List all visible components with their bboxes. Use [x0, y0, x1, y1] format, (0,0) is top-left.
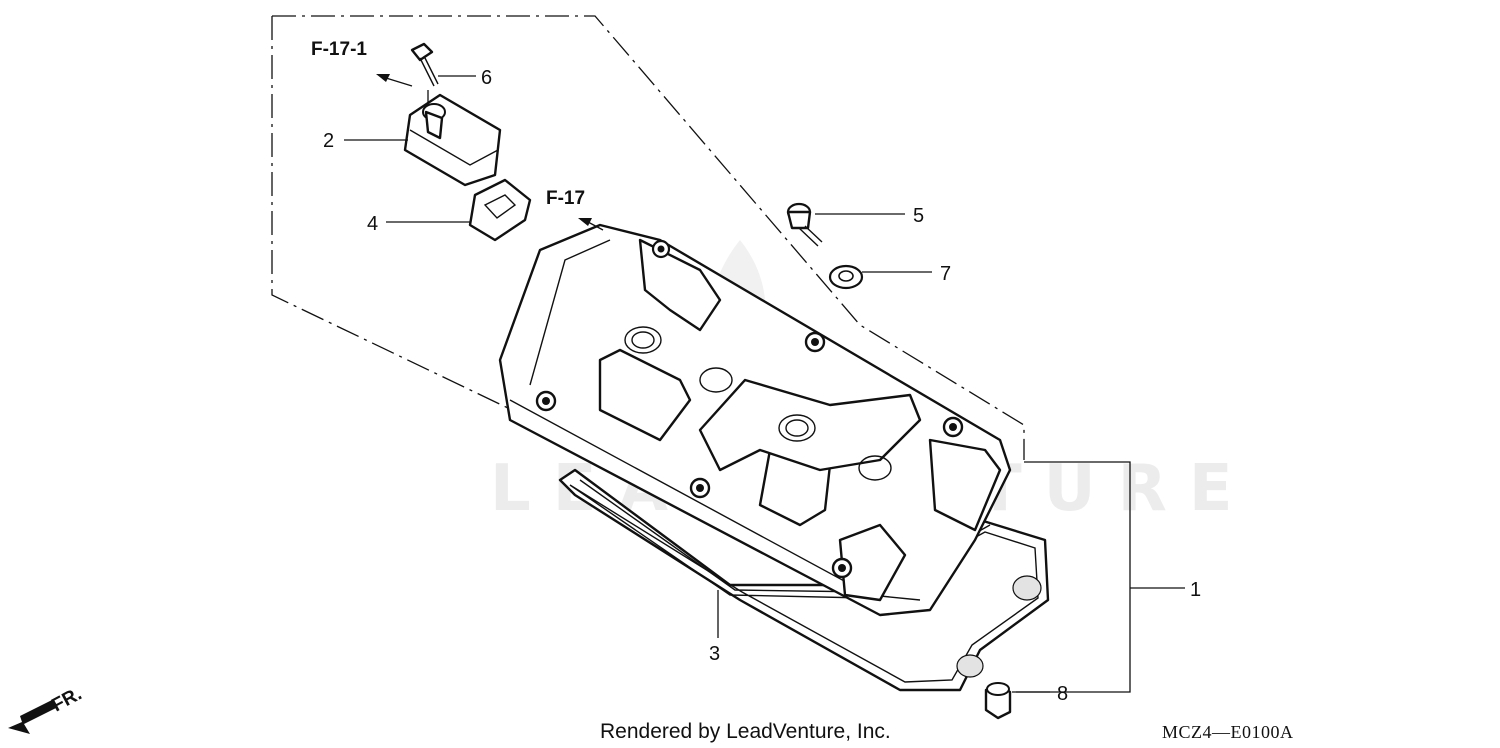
- reference-arrows: [376, 74, 604, 231]
- callout-4: 4: [367, 213, 378, 235]
- callout-8: 8: [1057, 683, 1068, 705]
- washer: [828, 264, 864, 290]
- ref-label-f17-1: F-17-1: [311, 39, 367, 60]
- callout-1: 1: [1190, 579, 1201, 601]
- coil-cover: [403, 93, 502, 187]
- callout-6: 6: [481, 67, 492, 89]
- leader-lines: [344, 75, 1185, 693]
- rendered-by-credit: Rendered by LeadVenture, Inc.: [600, 720, 891, 743]
- ref-label-f17: F-17: [546, 188, 585, 209]
- callout-7: 7: [940, 263, 951, 285]
- cover-bracket: [468, 178, 532, 242]
- collar: [984, 682, 1012, 720]
- diagram-code: MCZ4—E0100A: [1162, 722, 1294, 742]
- cylinder-head-cover-gasket: [558, 468, 1050, 692]
- coil-cover-bolt: [410, 42, 439, 87]
- front-indicator: FR.: [8, 684, 85, 734]
- callout-2: 2: [323, 130, 334, 152]
- callout-5: 5: [913, 205, 924, 227]
- callout-3: 3: [709, 643, 720, 665]
- cylinder-head-cover: [498, 223, 1012, 617]
- front-arrow-icon: [8, 700, 56, 734]
- cover-bolt: [786, 202, 823, 247]
- front-label: FR.: [48, 684, 85, 717]
